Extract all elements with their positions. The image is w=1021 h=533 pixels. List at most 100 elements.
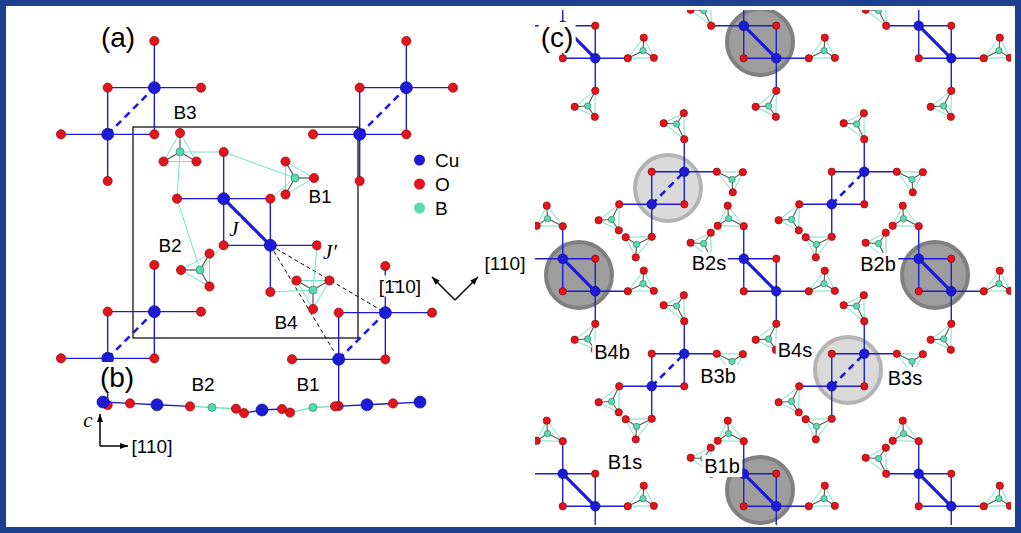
label-text: B3b xyxy=(698,365,738,387)
o-atom xyxy=(591,113,598,120)
cu-atom xyxy=(361,399,373,411)
o-atom xyxy=(543,417,550,424)
o-atom xyxy=(292,276,301,285)
bond-line xyxy=(223,152,224,199)
o-atom xyxy=(915,438,922,445)
o-atom xyxy=(648,233,655,240)
label-text: (a) xyxy=(99,22,137,53)
o-atom xyxy=(196,83,205,92)
o-atom xyxy=(980,55,987,62)
bond-line xyxy=(919,26,952,59)
o-atom xyxy=(919,350,926,357)
bond-line xyxy=(223,199,224,246)
structure-label: c xyxy=(81,410,94,431)
o-atom xyxy=(708,22,715,29)
label-text: B1 xyxy=(294,374,321,395)
o-atom xyxy=(159,157,168,166)
b-atom xyxy=(765,103,771,109)
b-atom xyxy=(821,47,827,53)
bond-line xyxy=(385,313,386,360)
o-atom xyxy=(882,229,889,236)
legend-swatch xyxy=(414,179,425,190)
cu-atom xyxy=(558,254,568,264)
o-atom xyxy=(308,304,317,313)
o-atom xyxy=(821,267,828,274)
o-atom xyxy=(805,503,812,510)
b-atom xyxy=(875,10,881,14)
o-atom xyxy=(948,320,955,327)
o-atom xyxy=(927,103,934,110)
b-atom xyxy=(584,103,590,109)
structure-label: B2 xyxy=(189,375,216,394)
cu-atom xyxy=(859,167,869,177)
o-atom xyxy=(281,157,290,166)
o-atom xyxy=(948,255,955,262)
legend-entry: O xyxy=(414,175,452,194)
o-atom xyxy=(592,470,599,477)
bond-line xyxy=(270,290,313,292)
bond-line xyxy=(270,245,317,246)
cu-atom xyxy=(914,21,924,31)
o-atom xyxy=(616,201,623,208)
b-atom xyxy=(725,430,731,436)
o-atom xyxy=(899,202,906,209)
o-atom xyxy=(595,399,602,406)
o-atom xyxy=(624,503,631,510)
cu-atom xyxy=(148,306,160,318)
o-atom xyxy=(624,55,631,62)
o-atom xyxy=(622,416,629,423)
o-atom xyxy=(821,482,828,489)
o-atom xyxy=(680,291,687,298)
o-atom xyxy=(795,227,802,234)
b-atom xyxy=(909,358,915,364)
o-atom xyxy=(862,10,869,13)
o-atom xyxy=(796,201,803,208)
b-atom xyxy=(940,336,946,342)
cu-atom xyxy=(946,53,956,63)
o-atom xyxy=(805,288,812,295)
o-atom xyxy=(909,189,916,196)
bond-line xyxy=(339,313,386,360)
o-atom xyxy=(559,438,566,445)
b-atom xyxy=(996,280,1002,286)
o-atom xyxy=(308,130,317,139)
cu-atom xyxy=(590,286,600,296)
cu-atom xyxy=(859,349,869,359)
structure-label: B2s xyxy=(690,253,728,273)
label-text: (b) xyxy=(98,362,136,393)
o-atom xyxy=(616,383,623,390)
bond-line xyxy=(339,359,386,360)
cu-atom xyxy=(914,254,924,264)
o-atom xyxy=(724,417,731,424)
b-atom xyxy=(196,266,204,274)
o-atom xyxy=(196,307,205,316)
cu-atom xyxy=(256,404,268,416)
highlight-circle xyxy=(902,242,968,308)
o-atom xyxy=(862,454,869,461)
o-atom xyxy=(192,157,201,166)
b-atom xyxy=(853,121,859,127)
o-atom xyxy=(56,354,65,363)
o-atom xyxy=(915,503,922,510)
bond-line xyxy=(270,199,271,246)
bond-line xyxy=(339,312,386,313)
o-atom xyxy=(915,55,922,62)
cu-atom xyxy=(590,53,600,63)
o-atom xyxy=(828,415,835,422)
o-atom xyxy=(752,103,759,110)
cu-atom xyxy=(946,501,956,511)
o-atom xyxy=(103,83,112,92)
structure-label: B1b xyxy=(702,456,742,476)
o-atom xyxy=(559,223,566,230)
cu-atom xyxy=(414,396,426,408)
o-atom xyxy=(713,168,720,175)
cu-atom xyxy=(679,167,689,177)
o-atom xyxy=(828,233,835,240)
cu-atom xyxy=(151,399,163,411)
o-atom xyxy=(883,470,890,477)
b-atom xyxy=(633,423,639,429)
o-atom xyxy=(648,350,655,357)
o-atom xyxy=(427,308,436,317)
o-atom xyxy=(571,103,578,110)
o-atom xyxy=(980,288,987,295)
